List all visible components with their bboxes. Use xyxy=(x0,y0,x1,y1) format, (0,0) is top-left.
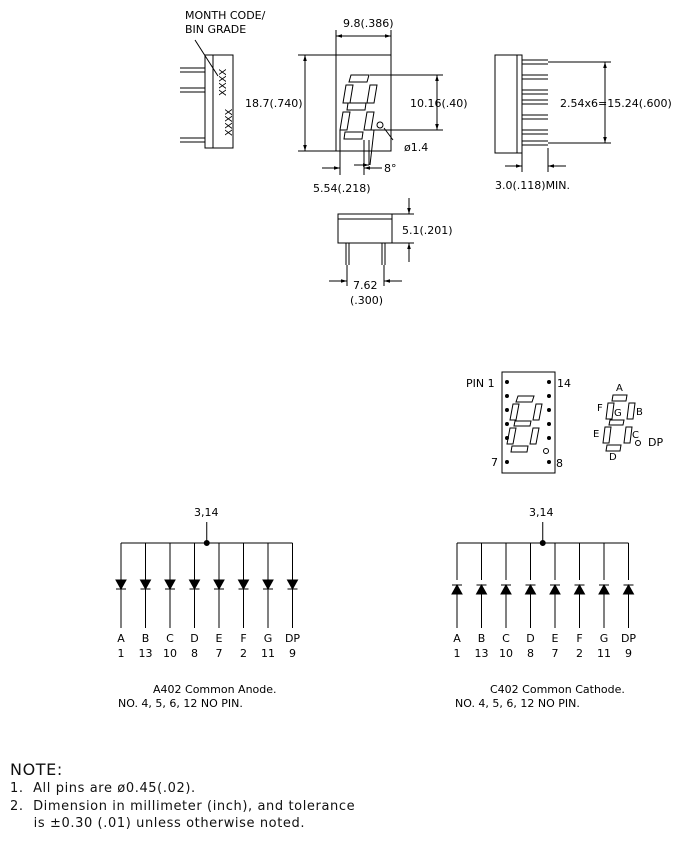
seg-e-label: E xyxy=(593,429,599,440)
segment-label: F xyxy=(240,632,246,645)
seg-a-label: A xyxy=(616,383,623,394)
pin-number-label: 2 xyxy=(576,647,583,660)
segment-label: E xyxy=(552,632,559,645)
notes-line-1: 1. All pins are ø0.45(.02). xyxy=(10,781,196,796)
pin-number-label: 11 xyxy=(261,647,275,660)
anode-title: A402 Common Anode. xyxy=(153,683,277,696)
diode-symbol xyxy=(164,579,176,591)
right-pins xyxy=(522,59,548,146)
segment-label: G xyxy=(264,632,273,645)
segment-label: D xyxy=(190,632,198,645)
segment-label: G xyxy=(600,632,609,645)
cathode-common-label: 3,14 xyxy=(529,506,554,519)
pin-number-label: 10 xyxy=(499,647,513,660)
segment-label: F xyxy=(576,632,582,645)
dp-dot xyxy=(376,121,384,129)
diode-symbol xyxy=(237,579,250,591)
anode-nopin: NO. 4, 5, 6, 12 NO PIN. xyxy=(118,697,243,710)
digit-height-label: 10.16(.40) xyxy=(410,97,468,110)
cathode-circuit xyxy=(451,522,635,628)
diode-symbol xyxy=(262,579,274,591)
notes-line-2: 2. Dimension in millimeter (inch), and t… xyxy=(10,799,356,814)
row-spacing-inch-label: (.300) xyxy=(350,294,383,307)
diode-symbol xyxy=(115,579,127,591)
month-code-leader xyxy=(194,39,219,77)
pin-number-label: 7 xyxy=(216,647,223,660)
front-view xyxy=(298,30,443,175)
segment-label: B xyxy=(478,632,486,645)
pinout-body xyxy=(501,371,556,474)
pin-length-label: 3.0(.118)MIN. xyxy=(495,179,570,192)
segment-label: DP xyxy=(621,632,636,645)
pin-number-label: 9 xyxy=(625,647,632,660)
notes-title: NOTE: xyxy=(10,760,63,779)
diode-symbol xyxy=(286,579,299,591)
angle-label: 8° xyxy=(384,162,397,175)
pin7-label: 7 xyxy=(491,456,498,469)
seg-b-label: B xyxy=(636,407,643,418)
pin-number-label: 10 xyxy=(163,647,177,660)
seg-g-label: G xyxy=(614,408,622,419)
pin-number-label: 1 xyxy=(454,647,461,660)
segment-label: A xyxy=(117,632,125,645)
pin-number-label: 8 xyxy=(527,647,534,660)
row-spacing-label: 7.62 xyxy=(353,279,378,292)
pin14-label: 14 xyxy=(557,377,571,390)
bottom-view xyxy=(329,198,414,286)
pin-number-label: 13 xyxy=(475,647,489,660)
segment-label: E xyxy=(216,632,223,645)
diode-symbol xyxy=(188,579,201,591)
segment-label: C xyxy=(166,632,174,645)
pin-number-label: 11 xyxy=(597,647,611,660)
seg-f-label: F xyxy=(597,403,603,414)
side-body xyxy=(204,54,234,149)
depth-label: 5.1(.201) xyxy=(402,224,453,237)
pin-number-label: 2 xyxy=(240,647,247,660)
bin-grade-label: BIN GRADE xyxy=(185,23,246,36)
pinout-view xyxy=(501,371,641,474)
pin-number-label: 7 xyxy=(552,647,559,660)
cathode-nopin: NO. 4, 5, 6, 12 NO PIN. xyxy=(455,697,580,710)
bottom-body xyxy=(337,213,393,244)
pin-pitch-label: 2.54x6=15.24(.600) xyxy=(560,97,672,110)
pin-number-label: 8 xyxy=(191,647,198,660)
cathode-title: C402 Common Cathode. xyxy=(490,683,625,696)
anode-circuit xyxy=(115,522,299,628)
pin-number-label: 13 xyxy=(139,647,153,660)
segment-label: C xyxy=(502,632,510,645)
seg-dp-label: DP xyxy=(648,436,663,449)
marking-text-2: XXXX xyxy=(224,108,235,136)
segment-label: D xyxy=(526,632,534,645)
pin1-label: PIN 1 xyxy=(466,377,495,390)
segment-label: DP xyxy=(285,632,300,645)
segment-label: B xyxy=(142,632,150,645)
diode-symbol xyxy=(139,579,152,591)
month-code-label: MONTH CODE/ xyxy=(185,9,266,22)
right-body xyxy=(494,54,523,154)
notes-line-3: is ±0.30 (.01) unless otherwise noted. xyxy=(10,816,306,831)
pin-dots xyxy=(505,380,551,464)
segment-width-label: 5.54(.218) xyxy=(313,182,371,195)
diode-symbol xyxy=(213,579,225,591)
height-left-label: 18.7(.740) xyxy=(245,97,303,110)
side-view xyxy=(180,39,234,149)
segment-label: A xyxy=(453,632,461,645)
pin8-label: 8 xyxy=(556,457,563,470)
dp-diameter-label: ø1.4 xyxy=(404,141,428,154)
seg-d-label: D xyxy=(609,452,617,463)
right-side-view xyxy=(494,54,611,172)
seg-c-label: C xyxy=(632,430,639,441)
pin-number-label: 1 xyxy=(118,647,125,660)
anode-common-label: 3,14 xyxy=(194,506,219,519)
marking-text-1: XXXX xyxy=(218,68,229,96)
pin-number-label: 9 xyxy=(289,647,296,660)
width-top-label: 9.8(.386) xyxy=(343,17,394,30)
